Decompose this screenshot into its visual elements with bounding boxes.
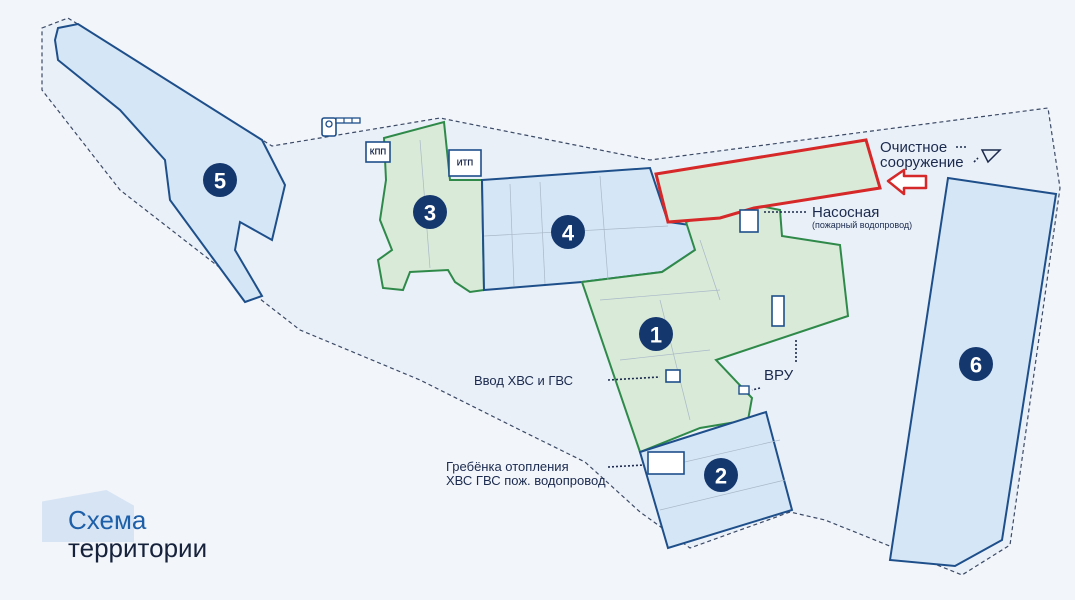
kpp-building[interactable] bbox=[365, 141, 391, 163]
zone-1-area[interactable] bbox=[580, 200, 850, 454]
barrier-gate-icon bbox=[321, 117, 361, 137]
zone-1-marker[interactable]: 1 bbox=[639, 317, 673, 351]
water-input-leader bbox=[607, 376, 661, 381]
pump-title: Насосная bbox=[812, 204, 879, 221]
zone-6-marker[interactable]: 6 bbox=[959, 347, 993, 381]
water-input-marker[interactable] bbox=[665, 369, 681, 383]
arrow-left-icon bbox=[886, 168, 928, 196]
vru-marker[interactable] bbox=[738, 385, 750, 395]
zone-5-circle bbox=[203, 163, 237, 197]
zone-4-circle bbox=[551, 215, 585, 249]
highlighted-building[interactable] bbox=[654, 138, 882, 224]
zone-5-marker[interactable]: 5 bbox=[203, 163, 237, 197]
zone-6-circle bbox=[959, 347, 993, 381]
zone-5-area[interactable] bbox=[53, 22, 287, 304]
treatment-leader-2 bbox=[973, 157, 979, 163]
itp-label: ИТП bbox=[457, 159, 474, 168]
heating-label-line1: Гребёнка отопления bbox=[446, 459, 569, 474]
zone-2-marker[interactable]: 2 bbox=[704, 458, 738, 492]
zone-4-number: 4 bbox=[562, 221, 575, 246]
pump-station-marker[interactable] bbox=[739, 209, 759, 233]
zone-1-number: 1 bbox=[650, 323, 662, 348]
zone-3-marker[interactable]: 3 bbox=[413, 195, 447, 229]
itp-building[interactable] bbox=[448, 149, 482, 177]
zone-2-circle bbox=[704, 458, 738, 492]
heating-manifold-marker[interactable] bbox=[647, 451, 685, 475]
equipment-marker[interactable] bbox=[771, 295, 785, 327]
vru-label: ВРУ bbox=[764, 367, 794, 384]
map-title-line2: территории bbox=[68, 533, 208, 563]
zone-2-number: 2 bbox=[715, 464, 727, 489]
kpp-label: КПП bbox=[370, 148, 387, 157]
treatment-label-line1: Очистное bbox=[880, 139, 947, 156]
zone-6-number: 6 bbox=[970, 353, 982, 378]
treatment-label-line2: сооружение bbox=[880, 154, 964, 171]
zone-3-number: 3 bbox=[424, 201, 436, 226]
zone-5-number: 5 bbox=[214, 169, 226, 194]
map-title: Схема территории bbox=[68, 506, 207, 562]
heating-label-line2: ХВС ГВС пож. водопровод bbox=[446, 473, 606, 488]
vru-leader-horizontal bbox=[751, 387, 761, 391]
water-input-label: Ввод ХВС и ГВС bbox=[474, 373, 573, 388]
zone-4-marker[interactable]: 4 bbox=[551, 215, 585, 249]
zone-3-circle bbox=[413, 195, 447, 229]
triangle-outline-icon bbox=[980, 149, 1002, 164]
zone-1-circle bbox=[639, 317, 673, 351]
map-title-line1: Схема bbox=[68, 505, 147, 535]
pump-subtitle: (пожарный водопровод) bbox=[812, 220, 912, 230]
